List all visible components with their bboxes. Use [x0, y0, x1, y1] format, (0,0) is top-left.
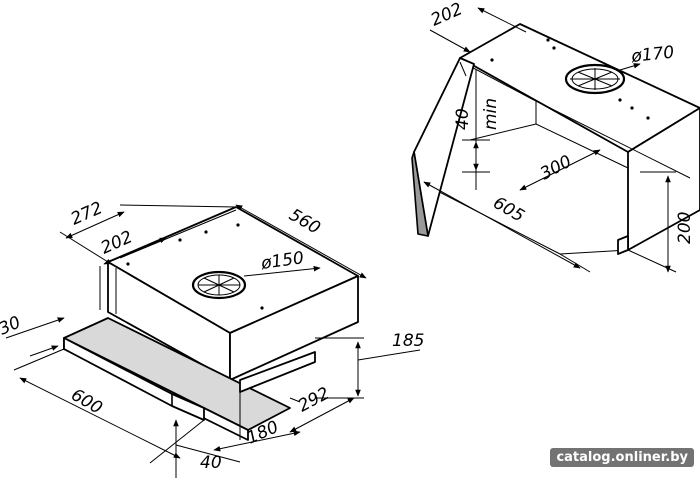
dim-600: 600 [68, 385, 106, 419]
watermark: catalog.onliner.by [550, 448, 694, 467]
dim-300: 300 [537, 152, 575, 185]
duct-outlet-150 [191, 270, 247, 300]
dim-292: 292 [295, 384, 333, 417]
dim-202-right: 202 [428, 0, 466, 31]
dim-min-label: min [481, 98, 501, 130]
dim-d170: ø170 [629, 43, 675, 67]
dim-560: 560 [286, 205, 324, 239]
dim-185: 185 [392, 331, 424, 351]
dim-200: 200 [675, 212, 695, 244]
cabinet-top-face [459, 23, 700, 153]
right-cabinet-drawing: 202 ø170 40 min 300 605 200 [411, 0, 700, 273]
dim-40-left: 40 [200, 453, 222, 473]
left-hood-drawing: 272 202 560 ø150 30 185 600 292 180 [0, 198, 424, 478]
duct-outlet-170 [564, 63, 626, 95]
dim-272: 272 [68, 198, 106, 229]
hood-side-face [229, 275, 359, 381]
dim-40-right: 40 [453, 108, 473, 130]
dim-30: 30 [0, 312, 24, 339]
